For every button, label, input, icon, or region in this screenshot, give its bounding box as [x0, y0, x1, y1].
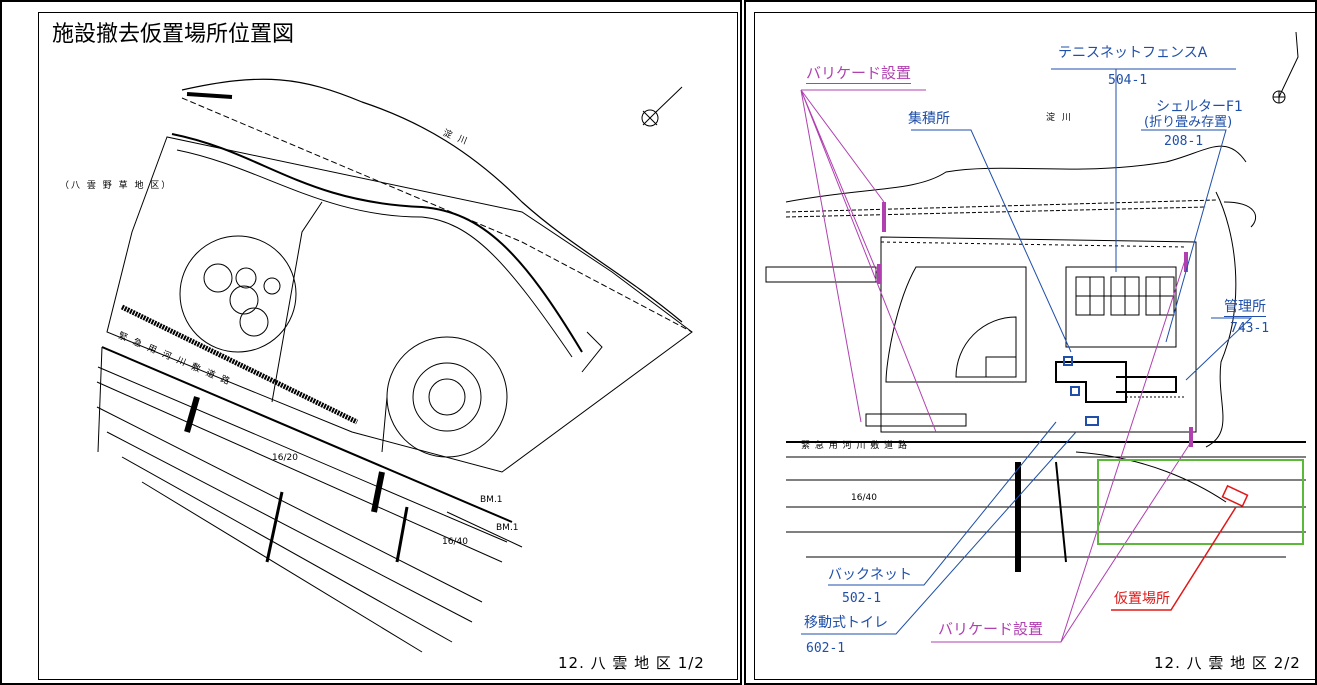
area-label: （八 雲 野 草 地 区） — [60, 181, 173, 191]
river-label: 淀 川 — [1046, 113, 1073, 123]
station-mark: 16/40 — [851, 493, 877, 503]
sheet-footer: 12. 八 雲 地 区 2/2 — [1154, 654, 1301, 672]
sheet-1-frame — [38, 12, 738, 680]
tennis-net-label: テニスネットフェンスA — [1058, 45, 1208, 61]
shelter-sub-label: (折り畳み存置) — [1144, 115, 1233, 130]
map-sheet-2: バリケード設置 テニスネットフェンスA 504-1 シェルターF1 (折り畳み存… — [744, 0, 1317, 685]
shelter-label: シェルターF1 — [1156, 99, 1243, 115]
storage-location-label: 仮置場所 — [1114, 591, 1170, 607]
toilet-label: 移動式トイレ — [804, 615, 888, 631]
barricade-label-top: バリケード設置 — [806, 64, 912, 84]
backnet-label: バックネット — [828, 567, 912, 583]
sheet-2-frame — [754, 12, 1315, 680]
site-map-2 — [765, 31, 1306, 643]
shelter-number: 208-1 — [1164, 134, 1204, 149]
backnet-number: 502-1 — [842, 591, 882, 606]
station-mark: 16/40 — [442, 537, 468, 547]
office-label: 管理所 — [1224, 299, 1266, 317]
sheet-footer: 12. 八 雲 地 区 1/2 — [558, 654, 705, 672]
map-title: 施設撤去仮置場所位置図 — [52, 22, 295, 47]
map-sheet-1: 施設撤去仮置場所位置図 （八 雲 野 草 地 区） 淀 川 緊 急 用 河 川 … — [0, 0, 742, 685]
road-label: 緊 急 用 河 川 敷 道 路 — [801, 441, 909, 451]
office-number: 743-1 — [1230, 321, 1270, 336]
toilet-number: 602-1 — [806, 641, 846, 656]
benchmark-label: BM.1 — [496, 523, 519, 533]
barricade-label-bottom: バリケード設置 — [938, 620, 1044, 638]
benchmark-label: BM.1 — [480, 495, 503, 505]
station-mark: 16/20 — [272, 453, 298, 463]
tennis-net-number: 504-1 — [1108, 73, 1148, 88]
site-map-1 — [96, 78, 693, 653]
collection-label: 集積所 — [908, 111, 950, 127]
